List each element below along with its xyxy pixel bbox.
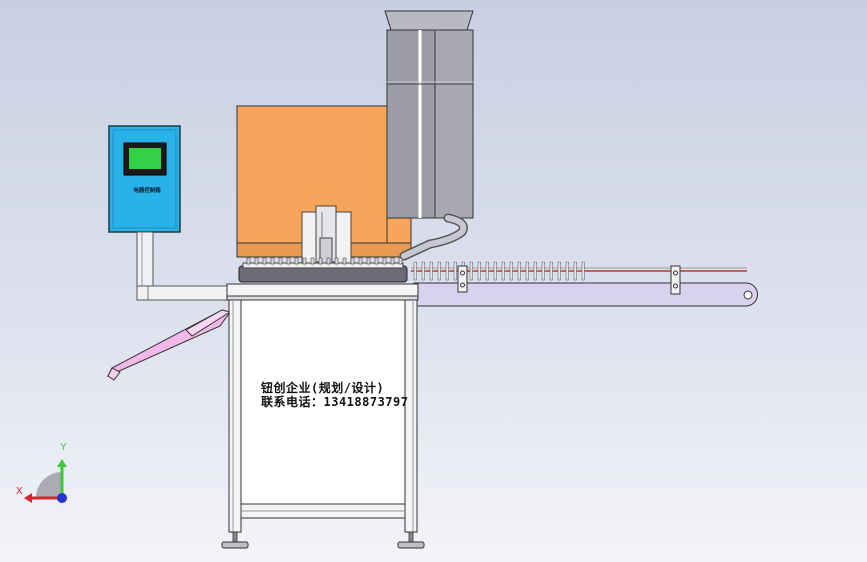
bracket-left-bolt-2 [460, 282, 465, 288]
disc-tooth [374, 257, 379, 265]
bracket-right-bolt-2 [673, 283, 678, 289]
control-box-body [108, 125, 181, 233]
control-box-column [136, 231, 154, 291]
base-frame [221, 299, 425, 549]
company-annotation: 钮创企业(规划/设计) [261, 381, 385, 395]
conveyor-bracket-left [457, 265, 468, 293]
disc-tooth [350, 257, 355, 265]
hopper-funnel [384, 10, 474, 31]
conveyor-item [533, 261, 537, 281]
disc-tooth [278, 257, 283, 265]
discharge-chute [106, 309, 232, 381]
triad-plane [36, 472, 62, 498]
table-top [226, 283, 419, 297]
conveyor-item [437, 261, 441, 281]
control-box-label: 电器控制箱 [133, 186, 161, 194]
bracket-right-bolt [673, 270, 678, 276]
conveyor-item [573, 261, 577, 281]
conveyor-item [557, 261, 561, 281]
disc-tooth [254, 257, 259, 265]
disc-tooth [246, 257, 251, 265]
disc-tooth [286, 257, 291, 265]
conveyor-end-pulley [743, 290, 753, 300]
conveyor-bracket-right [670, 265, 681, 295]
conveyor-item [509, 261, 513, 281]
feed-pipe-inner [401, 215, 467, 259]
conveyor-item [413, 261, 417, 281]
foot-right-stem [408, 531, 414, 543]
touch-screen[interactable] [129, 148, 161, 169]
conveyor-item [469, 261, 473, 281]
disc-tooth [318, 257, 323, 265]
conveyor-item [517, 261, 521, 281]
control-box-arm [136, 285, 232, 301]
conveyor-items [413, 261, 585, 281]
disc-tooth [302, 257, 307, 265]
x-axis-label: X [16, 486, 23, 497]
conveyor-item [445, 261, 449, 281]
contact-annotation: 联系电话：13418873797 [261, 395, 409, 409]
disc-tooth [334, 257, 339, 265]
x-axis-arrow [24, 493, 32, 503]
disc-tooth [262, 257, 267, 265]
rotary-disc-top [242, 262, 404, 269]
rotary-disc-teeth [246, 257, 403, 265]
control-box: 电器控制箱 [108, 125, 232, 301]
disc-tooth [342, 257, 347, 265]
conveyor [411, 261, 758, 307]
disc-tooth [310, 257, 315, 265]
coordinate-triad [24, 459, 67, 503]
conveyor-item [581, 261, 585, 281]
conveyor-item [485, 261, 489, 281]
hopper [384, 10, 474, 219]
disc-tooth [382, 257, 387, 265]
conveyor-item [429, 261, 433, 281]
disc-tooth [366, 257, 371, 265]
foot-right-pad [397, 541, 425, 549]
frame-left-post [228, 299, 242, 533]
conveyor-item [493, 261, 497, 281]
disc-tooth [270, 257, 275, 265]
disc-tooth [294, 257, 299, 265]
disc-tooth [358, 257, 363, 265]
bracket-left-bolt [460, 270, 465, 276]
conveyor-item [501, 261, 505, 281]
conveyor-item [453, 261, 457, 281]
table-top-edge [226, 295, 419, 301]
conveyor-item [525, 261, 529, 281]
conveyor-item [421, 261, 425, 281]
conveyor-item [549, 261, 553, 281]
hopper-body-left [386, 29, 436, 219]
y-axis-label: Y [60, 442, 67, 453]
conveyor-item [477, 261, 481, 281]
disc-tooth [398, 257, 403, 265]
hopper-body-right [434, 29, 474, 219]
chute-lip [107, 367, 121, 381]
frame-right-post [404, 299, 418, 533]
conveyor-item [541, 261, 545, 281]
y-axis-arrow [57, 459, 67, 467]
disc-tooth [326, 257, 331, 265]
chute-top [185, 309, 232, 337]
rotary-disc [238, 257, 408, 283]
foot-left-pad [221, 541, 249, 549]
press-unit [301, 205, 352, 265]
disc-tooth [390, 257, 395, 265]
conveyor-item [565, 261, 569, 281]
control-box-inner [112, 129, 177, 229]
foot-left-stem [232, 531, 238, 543]
z-axis-dot [57, 493, 67, 503]
